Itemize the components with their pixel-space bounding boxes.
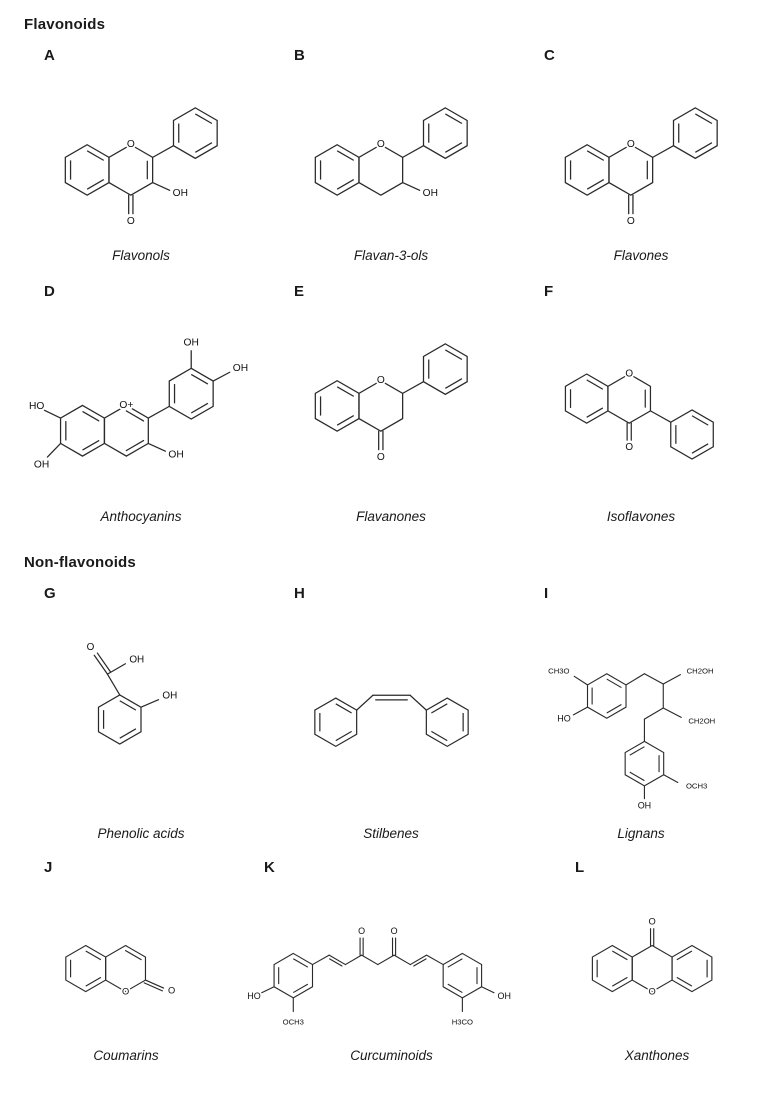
structure-letter-e: E bbox=[294, 283, 305, 300]
lignans-structure-drawing: CH3O HO CH2OH CH2OH OCH3 OH bbox=[546, 665, 717, 812]
structure-panel-l: L O O Xanthones bbox=[553, 853, 761, 1063]
atom-label-carboxyl-o: O bbox=[87, 642, 95, 653]
atom-label-oh: OH bbox=[184, 338, 199, 349]
structure-letter-c: C bbox=[544, 47, 555, 64]
structure-letter-h: H bbox=[294, 585, 305, 602]
structure-panel-c: C O O Flavones bbox=[522, 41, 760, 263]
atom-label-ring-o: O bbox=[377, 139, 385, 150]
row-abc: A O OH O Flavonols B bbox=[22, 41, 760, 263]
atom-label-ring-o-plus: O+ bbox=[119, 400, 133, 411]
structure-letter-b: B bbox=[294, 47, 305, 64]
atom-label-och3: OCH3 bbox=[686, 781, 707, 790]
atom-label-ring-oh: OH bbox=[162, 690, 177, 701]
structure-panel-k: K bbox=[242, 853, 541, 1063]
structure-panel-b: B O OH Flavan-3-ols bbox=[272, 41, 510, 263]
atom-label-ketone-o: O bbox=[649, 917, 656, 927]
atom-label-ho: HO bbox=[29, 401, 44, 412]
atom-label-h3co: H3CO bbox=[452, 1017, 473, 1026]
section-heading-non-flavonoids: Non-flavonoids bbox=[24, 554, 136, 571]
structure-name-l: Xanthones bbox=[624, 1048, 690, 1063]
structure-name-j: Coumarins bbox=[93, 1048, 159, 1063]
structure-panel-d: D O+ OH OH HO OH bbox=[22, 277, 260, 524]
atom-label-ring-o: O bbox=[649, 987, 656, 997]
structure-name-e: Flavanones bbox=[356, 509, 426, 524]
atom-label-oh: OH bbox=[168, 450, 183, 461]
structure-panel-a: A O OH O Flavonols bbox=[22, 41, 260, 263]
structure-letter-a: A bbox=[44, 47, 55, 64]
flavonols-structure-drawing: O OH O bbox=[64, 107, 218, 229]
flavanones-structure-drawing: O O bbox=[314, 343, 468, 465]
atom-label-oh: OH bbox=[173, 188, 188, 199]
atom-label-ho: HO bbox=[557, 713, 570, 723]
structure-name-b: Flavan-3-ols bbox=[353, 248, 429, 263]
structure-letter-f: F bbox=[544, 283, 554, 300]
structure-letter-d: D bbox=[44, 283, 55, 300]
structure-panel-j: J O O Coumarins bbox=[22, 853, 230, 1063]
atom-label-och3: OCH3 bbox=[283, 1017, 304, 1026]
structure-panel-h: H Stilbenes bbox=[272, 579, 510, 841]
atom-label-ketone-o: O bbox=[127, 216, 135, 227]
atom-label-lactone-o: O bbox=[168, 986, 175, 996]
atom-label-ring-o: O bbox=[377, 375, 385, 386]
flavones-structure-drawing: O O bbox=[564, 107, 718, 229]
atom-label-oh: OH bbox=[233, 363, 248, 374]
atom-label-ring-o: O bbox=[625, 369, 633, 380]
section-heading-flavonoids: Flavonoids bbox=[24, 16, 106, 33]
structure-name-a: Flavonols bbox=[112, 248, 170, 263]
structure-panel-g: G O OH OH Phenolic acids bbox=[22, 579, 260, 841]
structure-name-g: Phenolic acids bbox=[97, 826, 185, 841]
structure-letter-l: L bbox=[575, 859, 585, 876]
structure-letter-i: I bbox=[544, 585, 549, 602]
atom-label-ch3o: CH3O bbox=[548, 667, 569, 676]
atom-label-ketone-o: O bbox=[625, 442, 633, 453]
structure-letter-g: G bbox=[44, 585, 56, 602]
xanthones-structure-drawing: O O bbox=[591, 915, 713, 998]
atom-label-ring-o: O bbox=[627, 139, 635, 150]
phenolic-acids-structure-drawing: O OH OH bbox=[85, 640, 179, 745]
atom-label-ch2oh: CH2OH bbox=[688, 716, 715, 725]
atom-label-oh: OH bbox=[638, 801, 651, 811]
anthocyanins-structure-drawing: O+ OH OH HO OH OH bbox=[27, 336, 250, 473]
coumarins-structure-drawing: O O bbox=[65, 944, 177, 998]
structure-panel-e: E O O Flavanones bbox=[272, 277, 510, 524]
atom-label-oh: OH bbox=[423, 188, 438, 199]
structure-letter-j: J bbox=[44, 859, 53, 876]
atom-label-ring-o: O bbox=[127, 139, 135, 150]
structure-name-i: Lignans bbox=[617, 826, 665, 841]
curcuminoids-structure-drawing: HO OCH3 O O OH H3CO bbox=[246, 925, 513, 1028]
atom-label-ketone-o: O bbox=[391, 926, 398, 936]
stilbenes-structure-drawing bbox=[313, 694, 469, 747]
atom-label-ketone-o: O bbox=[627, 216, 635, 227]
structure-letter-k: K bbox=[264, 859, 275, 876]
atom-label-ketone-o: O bbox=[358, 926, 365, 936]
structure-panel-f: F O O Isoflavones bbox=[522, 277, 760, 524]
structure-name-f: Isoflavones bbox=[606, 509, 676, 524]
row-jkl: J O O Coumarins K bbox=[22, 853, 760, 1063]
row-def: D O+ OH OH HO OH bbox=[22, 277, 760, 524]
structure-panel-i: I CH3O HO CH bbox=[522, 579, 760, 841]
flavan3ols-structure-drawing: O OH bbox=[314, 107, 468, 201]
atom-label-ketone-o: O bbox=[377, 452, 385, 463]
atom-label-ch2oh: CH2OH bbox=[687, 667, 714, 676]
atom-label-oh: OH bbox=[498, 991, 511, 1001]
atom-label-ring-o: O bbox=[122, 987, 129, 997]
atom-label-ho: HO bbox=[247, 991, 260, 1001]
isoflavones-structure-drawing: O O bbox=[564, 367, 714, 460]
structure-name-h: Stilbenes bbox=[363, 826, 419, 841]
structure-name-d: Anthocyanins bbox=[100, 509, 182, 524]
row-ghi: G O OH OH Phenolic acids H bbox=[22, 579, 760, 841]
atom-label-carboxyl-oh: OH bbox=[129, 654, 144, 665]
atom-label-oh: OH bbox=[34, 459, 49, 470]
structure-name-c: Flavones bbox=[613, 248, 669, 263]
structure-name-k: Curcuminoids bbox=[350, 1048, 433, 1063]
